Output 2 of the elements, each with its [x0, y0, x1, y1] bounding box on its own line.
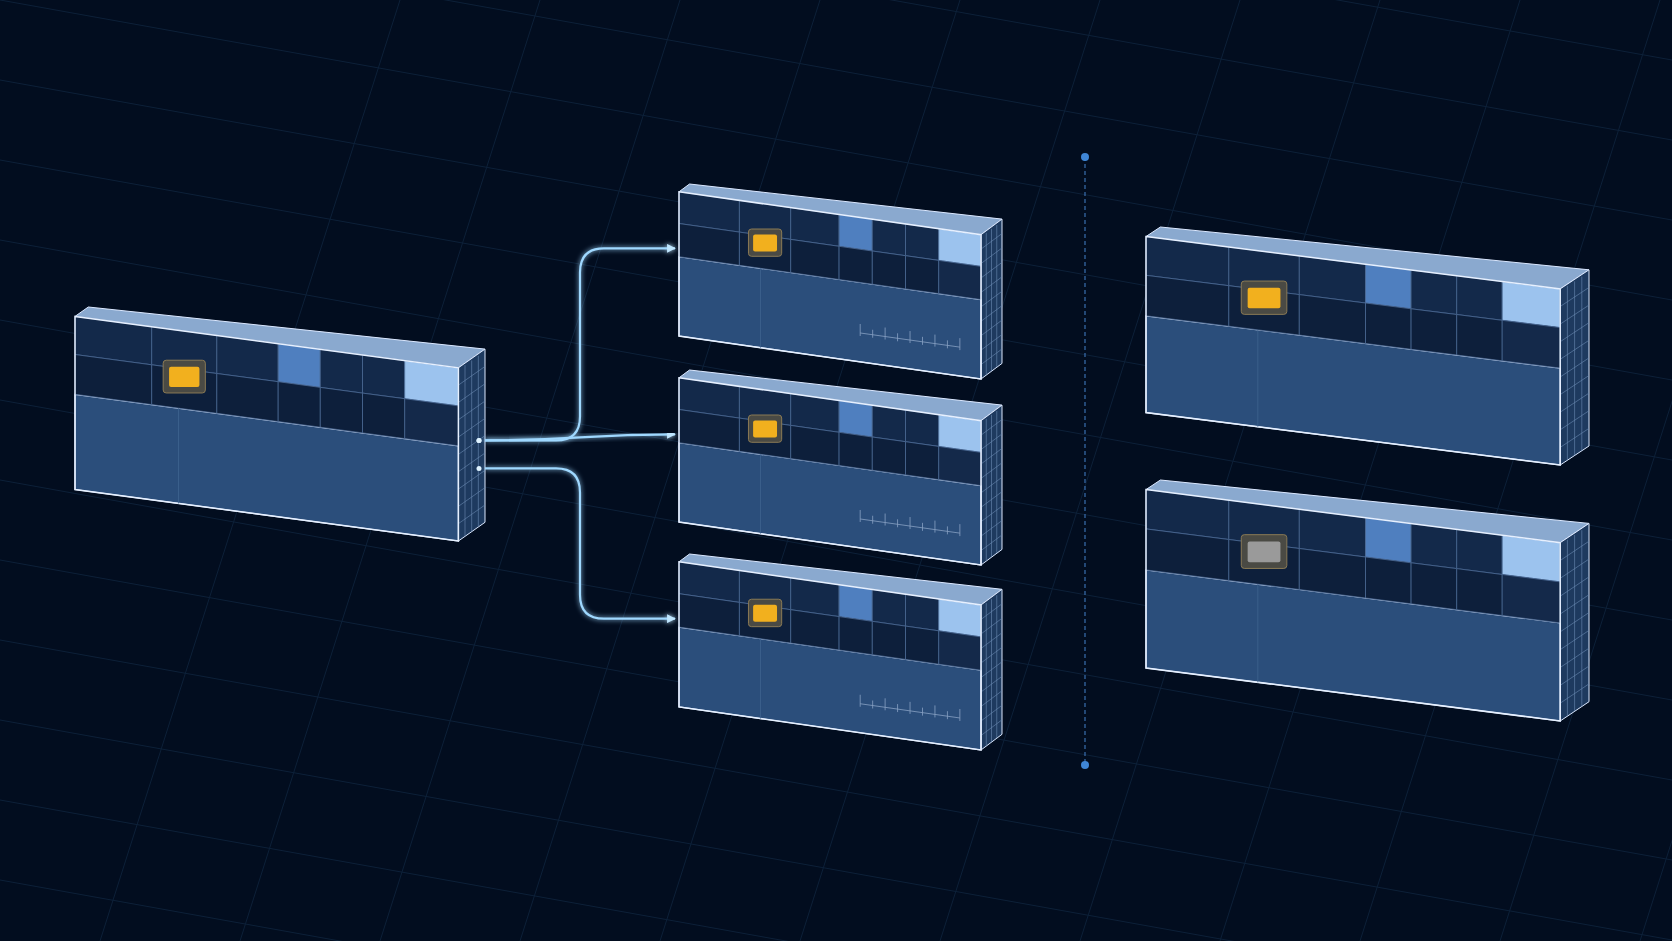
arrow: [485, 430, 676, 442]
arrow: [485, 467, 676, 624]
